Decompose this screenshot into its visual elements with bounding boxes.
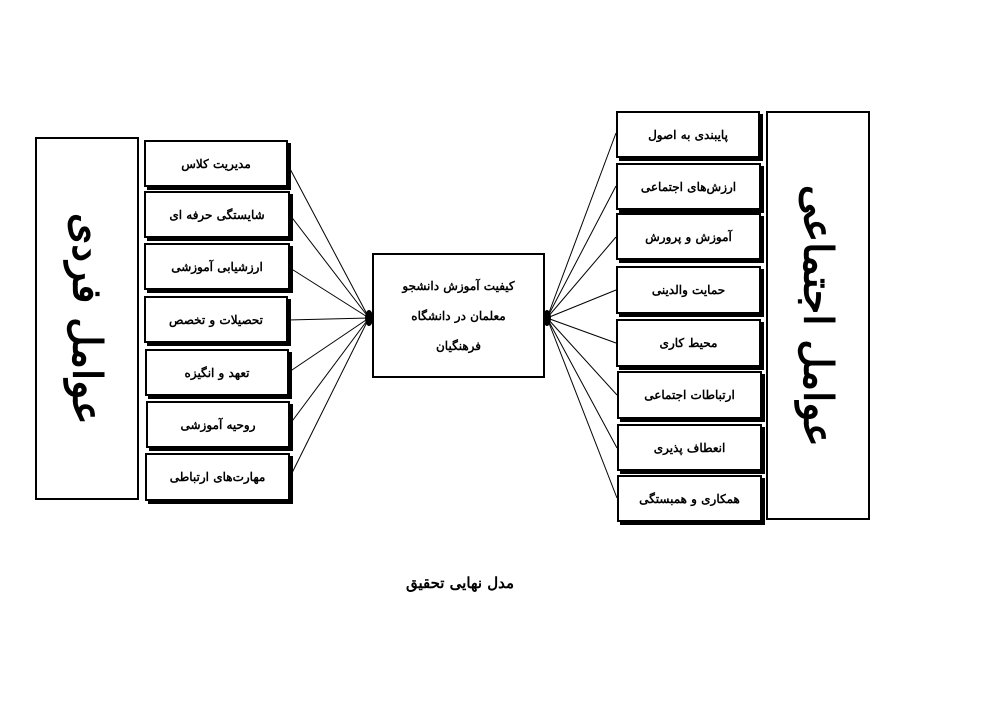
- center-line-3: فرهنگیان: [435, 338, 482, 353]
- center-concept-text: کیفیت آموزش دانشجو معلمان در دانشگاه فره…: [396, 271, 520, 361]
- right-item-4: حمایت والدینی: [616, 266, 761, 314]
- right-item-6: ارتباطات اجتماعی: [617, 371, 762, 419]
- right-item-8: همکاری و همبستگی: [617, 475, 762, 522]
- right-item-3: آموزش و پرورش: [616, 213, 761, 260]
- individual-factors-title: عوامل فردی: [63, 212, 111, 425]
- right-hub-dot: [543, 310, 551, 326]
- left-item-2: شایستگی حرفه ای: [144, 191, 290, 238]
- left-item-7: مهارت‌های ارتباطی: [145, 453, 290, 501]
- right-connector-2: [546, 185, 617, 319]
- left-connector-1: [287, 164, 370, 319]
- left-connector-3: [289, 267, 370, 319]
- left-item-5: تعهد و انگیزه: [145, 349, 289, 396]
- left-connector-7: [289, 317, 370, 478]
- right-connector-3: [546, 236, 617, 319]
- left-item-4: تحصیلات و تخصص: [144, 296, 288, 343]
- right-connector-5: [546, 317, 617, 344]
- left-hub-dot: [365, 310, 373, 326]
- right-connector-6: [546, 317, 618, 396]
- social-factors-box: عوامل اجتماعی: [766, 111, 870, 520]
- right-item-1: پایبندی به اصول: [616, 111, 760, 158]
- left-connector-2: [289, 214, 370, 319]
- right-connector-8: [546, 317, 618, 499]
- right-connector-1: [546, 132, 617, 319]
- left-connector-6: [289, 317, 370, 425]
- center-line-2: معلمان در دانشگاه: [411, 308, 506, 323]
- left-item-1: مدیریت کلاس: [144, 140, 288, 187]
- right-connector-7: [546, 317, 618, 449]
- left-connector-4: [287, 317, 370, 321]
- individual-factors-box: عوامل فردی: [35, 137, 139, 500]
- center-line-1: کیفیت آموزش دانشجو: [402, 278, 515, 293]
- diagram-caption: مدل نهایی تحقیق: [405, 574, 515, 592]
- right-item-7: انعطاف پذیری: [617, 424, 762, 471]
- right-item-5: محیط کاری: [616, 319, 761, 367]
- center-concept-box: کیفیت آموزش دانشجو معلمان در دانشگاه فره…: [372, 253, 545, 378]
- left-connector-5: [288, 317, 370, 373]
- left-item-3: ارزشیابی آموزشی: [144, 243, 290, 290]
- right-connector-4: [546, 289, 617, 319]
- social-factors-title: عوامل اجتماعی: [794, 184, 842, 447]
- right-item-2: ارزش‌های اجتماعی: [616, 163, 761, 210]
- left-item-6: روحیه آموزشی: [146, 401, 290, 448]
